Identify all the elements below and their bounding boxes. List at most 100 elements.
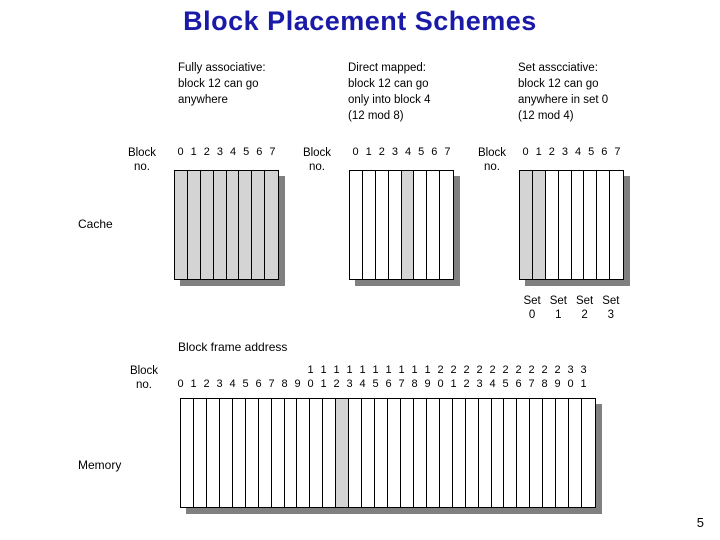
- page-title: Block Placement Schemes: [183, 6, 537, 36]
- number-label: 1: [385, 364, 392, 376]
- block-cell: [213, 171, 227, 279]
- block-cell: [558, 171, 572, 279]
- number-label: 1: [190, 378, 197, 390]
- number-label: [187, 364, 200, 376]
- block-cell: [336, 399, 350, 507]
- number-label: [239, 364, 252, 376]
- number-label: 7: [444, 146, 451, 158]
- number-label: 8: [411, 378, 418, 390]
- block-cell: [284, 399, 298, 507]
- block-cell: [226, 171, 240, 279]
- number-label: 0: [307, 378, 314, 390]
- number-label: 2: [203, 146, 210, 158]
- number-label: 2: [502, 364, 509, 376]
- number-label: [213, 364, 226, 376]
- block-cell: [239, 171, 253, 279]
- block-cell: [440, 171, 453, 279]
- number-label: 1: [320, 378, 327, 390]
- block-cell: [219, 399, 233, 507]
- number-label: 7: [528, 378, 535, 390]
- number-label: 3: [561, 146, 568, 158]
- number-label: 0: [177, 378, 184, 390]
- number-label: 7: [398, 378, 405, 390]
- number-label: 2: [203, 378, 210, 390]
- number-label: 3: [567, 364, 574, 376]
- number-label: 1: [333, 364, 340, 376]
- number-label: [200, 364, 213, 376]
- caption-fully-associative: Fully associative: block 12 can go anywh…: [178, 62, 266, 106]
- block-cell: [427, 171, 441, 279]
- number-label: 6: [515, 378, 522, 390]
- number-label: [291, 364, 304, 376]
- block-cell: [530, 399, 544, 507]
- block-cell: [439, 399, 453, 507]
- block-cell: [175, 171, 188, 279]
- number-label: 0: [437, 378, 444, 390]
- memory-grid: [180, 398, 596, 508]
- number-label: 2: [463, 378, 470, 390]
- block-cell: [252, 171, 266, 279]
- block-cell: [504, 399, 518, 507]
- block-cell: [478, 399, 492, 507]
- block-cell: [556, 399, 570, 507]
- cache3-grid: [519, 170, 624, 280]
- number-label: 2: [450, 364, 457, 376]
- number-label: 5: [502, 378, 509, 390]
- block-cell: [400, 399, 414, 507]
- number-label: 8: [541, 378, 548, 390]
- set-label-0: Set 0: [523, 295, 541, 321]
- number-label: 9: [424, 378, 431, 390]
- number-label: 1: [424, 364, 431, 376]
- number-label: 1: [398, 364, 405, 376]
- number-label: [265, 364, 278, 376]
- number-label: 1: [307, 364, 314, 376]
- block-cell: [258, 399, 272, 507]
- block-cell: [413, 399, 427, 507]
- number-label: 3: [216, 146, 223, 158]
- number-label: 5: [242, 378, 249, 390]
- block-cell: [375, 399, 388, 507]
- set-label-1: Set 1: [549, 295, 567, 321]
- number-label: 5: [372, 378, 379, 390]
- block-cell: [375, 171, 389, 279]
- number-label: 6: [601, 146, 608, 158]
- number-label: 5: [243, 146, 250, 158]
- cache1-grid: [174, 170, 279, 280]
- number-label: 1: [346, 364, 353, 376]
- number-label: 7: [268, 378, 275, 390]
- block-cell: [232, 399, 246, 507]
- block-cell: [543, 399, 557, 507]
- block-cell: [349, 399, 363, 507]
- block-cell: [401, 171, 415, 279]
- block-cell: [426, 399, 440, 507]
- number-label: 4: [575, 146, 582, 158]
- number-label: 3: [216, 378, 223, 390]
- block-cell: [310, 399, 324, 507]
- block-cell: [388, 171, 402, 279]
- number-label: 9: [294, 378, 301, 390]
- block-cell: [193, 399, 207, 507]
- block-cell: [597, 171, 611, 279]
- number-label: 5: [418, 146, 425, 158]
- block-cell: [206, 399, 220, 507]
- number-label: 4: [229, 378, 236, 390]
- number-label: 3: [346, 378, 353, 390]
- number-label: 4: [489, 378, 496, 390]
- block-cell: [362, 171, 376, 279]
- number-label: [252, 364, 265, 376]
- number-label: [226, 364, 239, 376]
- number-label: 8: [281, 378, 288, 390]
- number-label: 1: [450, 378, 457, 390]
- cache2-grid: [349, 170, 454, 280]
- block-cell: [388, 399, 401, 507]
- number-label: 1: [372, 364, 379, 376]
- block-cell: [245, 399, 259, 507]
- number-label: 2: [541, 364, 548, 376]
- block-cell: [297, 399, 311, 507]
- caption-direct-mapped: Direct mapped: block 12 can go only into…: [348, 62, 431, 122]
- number-label: 7: [269, 146, 276, 158]
- number-label: 1: [190, 146, 197, 158]
- number-label: 2: [489, 364, 496, 376]
